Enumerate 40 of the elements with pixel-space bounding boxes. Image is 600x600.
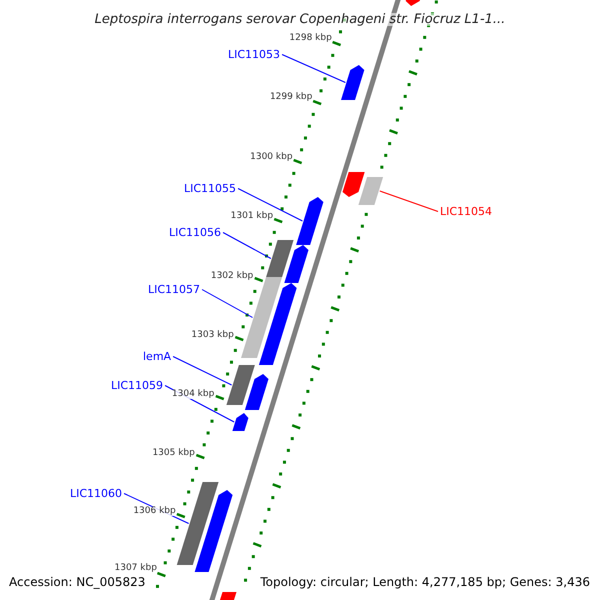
gene-feature	[341, 65, 364, 100]
gene-bar	[266, 240, 294, 277]
gene-bar	[226, 365, 255, 405]
gene-feature	[342, 172, 365, 197]
leader-line	[282, 54, 346, 83]
leader-line	[238, 188, 303, 222]
gene-label: LIC11056	[169, 227, 222, 238]
gene-feature	[406, 0, 422, 6]
scale-label: 1299 kbp	[270, 93, 312, 102]
leader-line	[379, 190, 438, 212]
scale-label: 1303 kbp	[191, 331, 234, 340]
scale-label: 1306 kbp	[133, 507, 176, 516]
gene-feature	[284, 245, 308, 283]
gene-label: LIC11059	[111, 380, 164, 391]
accession-text: Accession: NC_005823	[9, 576, 146, 588]
scale-label: 1304 kbp	[172, 390, 214, 399]
gene-label: lemA	[143, 351, 172, 362]
genome-info-text: Topology: circular; Length: 4,277,185 bp; Genes: 3,436	[260, 576, 590, 588]
gene-feature	[194, 490, 233, 572]
gene-feature	[218, 592, 236, 600]
gene-label: LIC11053	[228, 49, 280, 60]
scale-label: 1301 kbp	[230, 212, 274, 221]
gene-feature	[232, 413, 248, 431]
scale-label: 1302 kbp	[210, 272, 254, 281]
leader-line	[222, 232, 272, 259]
leader-line	[202, 289, 254, 318]
gene-bar	[176, 482, 219, 565]
gene-feature	[258, 283, 297, 365]
gene-feature	[244, 374, 268, 410]
gene-label: LIC11054	[440, 206, 492, 217]
gene-label: LIC11060	[70, 488, 122, 499]
scale-label: 1298 kbp	[289, 34, 332, 43]
scale-label: 1300 kbp	[250, 153, 293, 162]
gene-bar	[358, 177, 384, 205]
leader-line	[172, 356, 232, 386]
scale-label: 1307 kbp	[114, 564, 157, 573]
gene-feature	[296, 197, 324, 245]
gene-label: LIC11055	[184, 183, 236, 194]
scale-label: 1305 kbp	[152, 449, 195, 458]
gene-label: LIC11057	[148, 284, 200, 295]
